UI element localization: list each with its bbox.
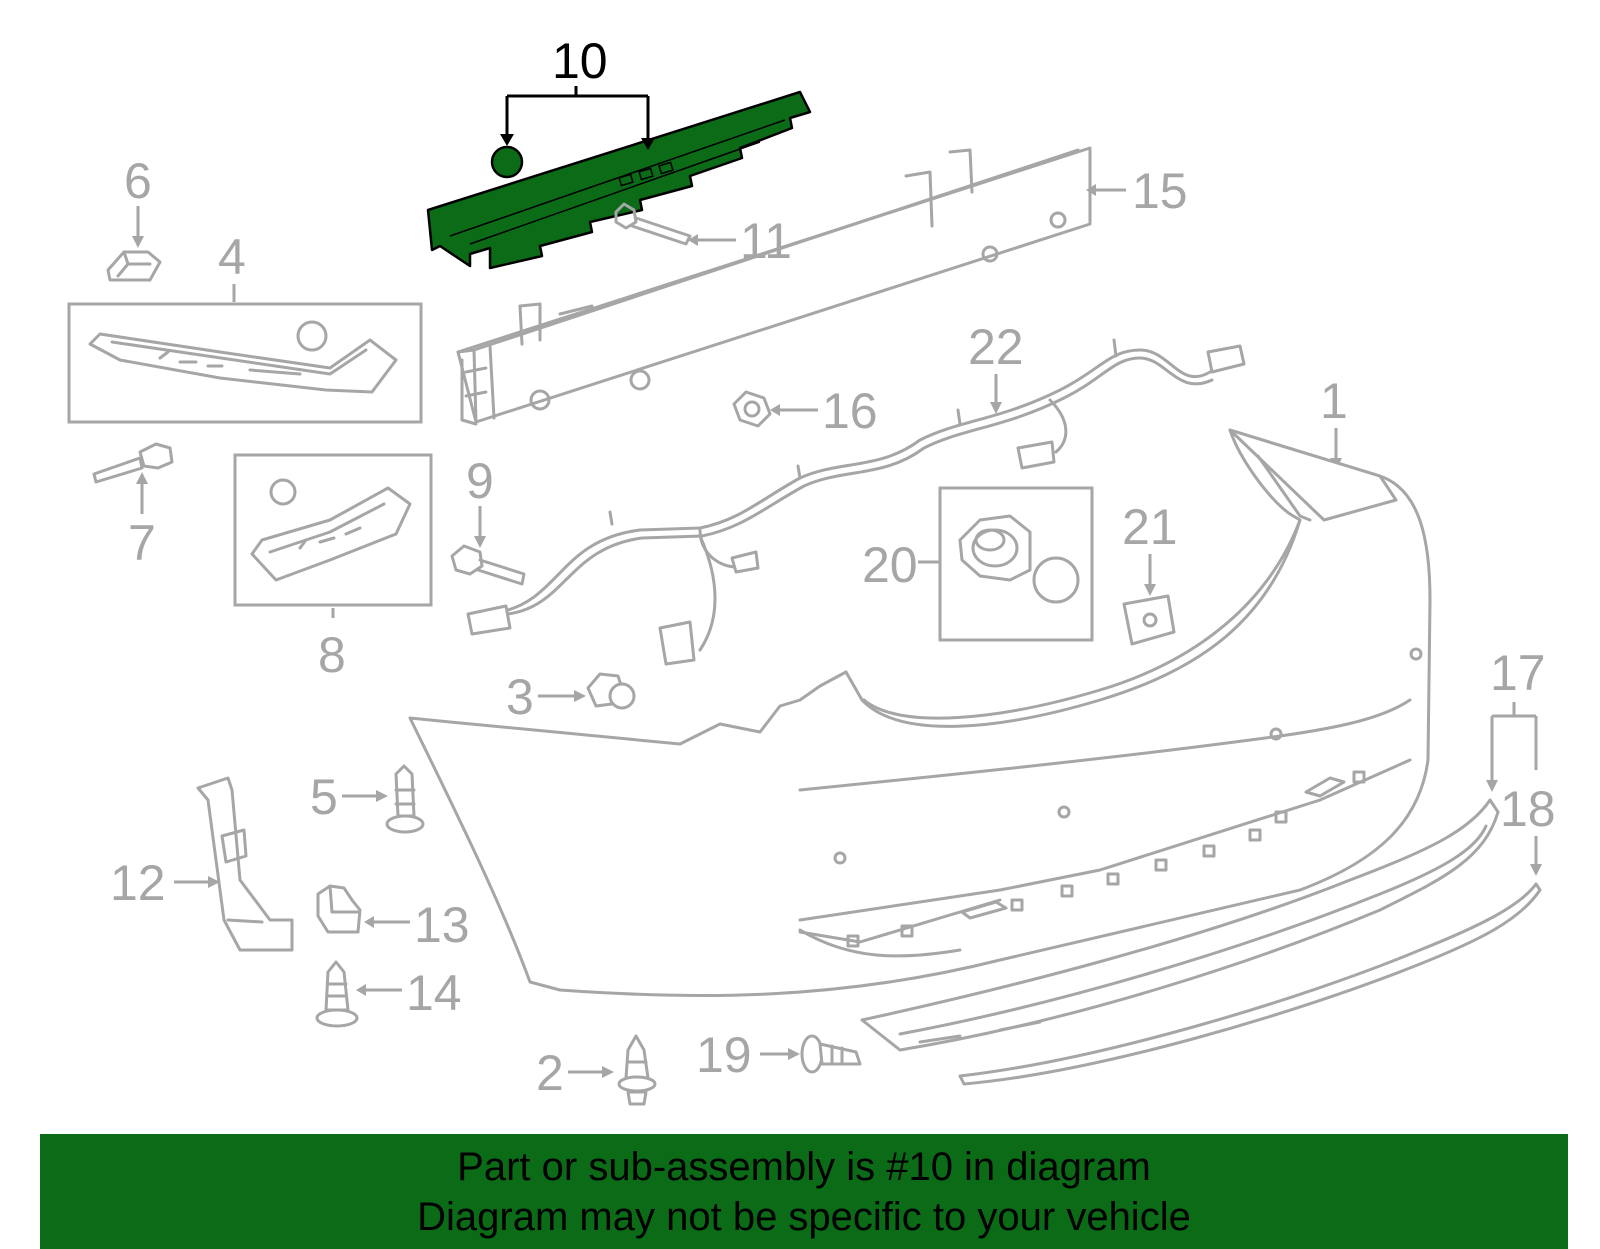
callout-10-leader [500,86,655,150]
callout-21: 21 [1122,499,1178,555]
callout-2: 2 [536,1045,564,1101]
part-3-sensor-retainer [586,672,636,710]
part-7-bolt [92,442,174,484]
callout-22: 22 [968,319,1024,375]
callout-10: 10 [552,33,608,89]
part-13-clip [316,884,362,934]
callout-19: 19 [696,1027,752,1083]
part-9-bolt [450,544,526,586]
callout-12: 12 [110,855,166,911]
callout-8: 8 [318,627,346,683]
part-5-push-pin [385,764,425,834]
part-16-nut [732,390,772,428]
callout-20: 20 [862,537,918,593]
part-20-sensor [958,514,1080,604]
callout-18: 18 [1500,781,1556,837]
part-4-bracket [88,320,398,394]
part-10-plug[interactable] [490,145,524,179]
part-19-bolt [800,1034,862,1074]
part-22-harness [466,338,1246,666]
callout-5: 5 [310,769,338,825]
part-6-clip [106,250,162,282]
part-12-side-bracket [196,776,294,952]
callout-15: 15 [1132,163,1188,219]
part-2-push-pin [617,1034,657,1106]
callout-11: 11 [740,213,792,269]
part-17-valance [860,798,1500,1052]
callout-17: 17 [1490,645,1546,701]
part-21-clip [1122,594,1176,646]
part-15-reinforcement [456,146,1092,426]
banner-line-2: Diagram may not be specific to your vehi… [417,1195,1191,1239]
callout-14: 14 [406,965,462,1021]
callout-1: 1 [1320,373,1348,429]
callout-9: 9 [466,453,494,509]
callout-3: 3 [506,669,534,725]
banner-line-1: Part or sub-assembly is #10 in diagram [457,1145,1151,1189]
part-10-absorber[interactable] [426,90,812,270]
callout-16: 16 [822,383,878,439]
info-banner: Part or sub-assembly is #10 in diagram D… [40,1134,1568,1249]
callout-7: 7 [128,515,156,571]
callout-6: 6 [124,153,152,209]
part-8-bracket [250,478,412,582]
callout-4: 4 [218,229,246,285]
part-14-push-pin [315,960,359,1028]
part-18-molding [958,882,1542,1086]
callout-13: 13 [414,897,470,953]
part-1-bumper-cover [408,428,1432,998]
